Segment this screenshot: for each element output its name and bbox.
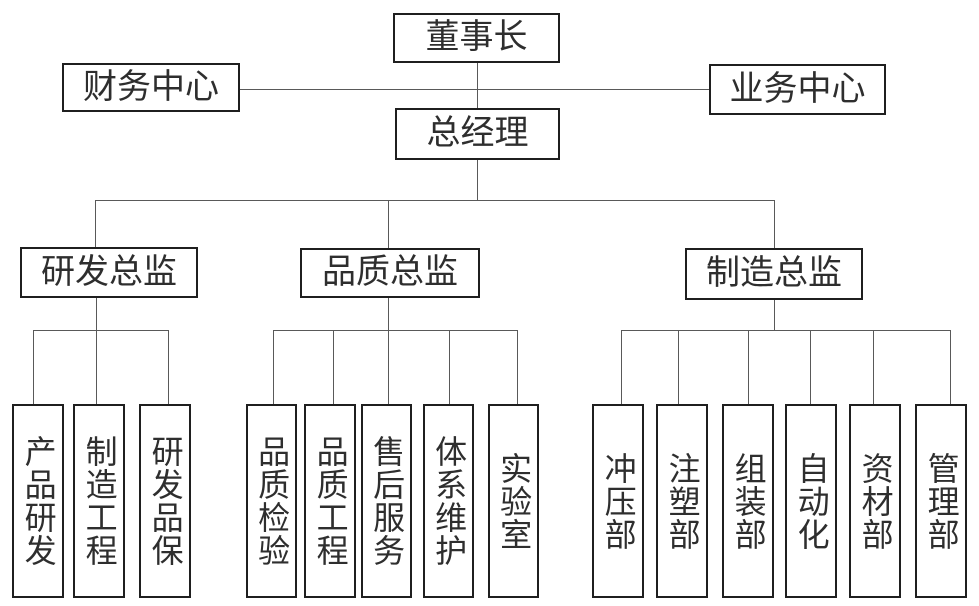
connector-mfg-drop-3 — [748, 330, 749, 404]
node-dept-materials: 资材部 — [849, 404, 901, 598]
connector-quality-drop-5 — [517, 330, 518, 404]
connector-mfg-drop-5 — [873, 330, 874, 404]
node-general-manager: 总经理 — [395, 108, 560, 160]
connector-mfg-drop-2 — [678, 330, 679, 404]
node-dept-assembly: 组装部 — [722, 404, 774, 598]
node-dept-stamping: 冲压部 — [592, 404, 644, 598]
node-dept-manufacturing-engineering: 制造工程 — [73, 404, 125, 598]
connector-directors-bar — [95, 200, 775, 201]
connector-gm-down — [477, 160, 478, 200]
connector-chairman-gm — [477, 62, 478, 108]
node-dept-after-sales-service: 售后服务 — [361, 404, 412, 598]
node-rd-director: 研发总监 — [20, 247, 198, 298]
connector-drop-quality-director — [388, 200, 389, 248]
connector-rd-center-drop — [96, 298, 97, 404]
connector-rd-drop-1 — [33, 330, 34, 404]
node-chairman: 董事长 — [393, 13, 560, 63]
node-dept-system-maintenance: 体系维护 — [423, 404, 474, 598]
connector-mfg-drop-1 — [621, 330, 622, 404]
node-dept-laboratory: 实验室 — [488, 404, 539, 598]
node-dept-product-rd: 产品研发 — [12, 404, 64, 598]
connector-rd-drop-3 — [168, 330, 169, 404]
node-dept-quality-inspection: 品质检验 — [246, 404, 297, 598]
connector-quality-drop-4 — [449, 330, 450, 404]
connector-quality-drop-2 — [333, 330, 334, 404]
connector-rd-bar — [33, 330, 169, 331]
node-finance-center: 财务中心 — [62, 63, 240, 112]
connector-mfg-bar — [621, 330, 951, 331]
node-dept-injection-molding: 注塑部 — [656, 404, 708, 598]
node-dept-automation: 自动化 — [785, 404, 837, 598]
connector-mfg-drop-6 — [950, 330, 951, 404]
node-quality-director: 品质总监 — [300, 248, 480, 298]
connector-quality-drop-1 — [273, 330, 274, 404]
node-dept-management: 管理部 — [915, 404, 967, 598]
connector-drop-rd-director — [95, 200, 96, 247]
node-business-center: 业务中心 — [709, 64, 886, 115]
node-dept-rd-quality-assurance: 研发品保 — [139, 404, 191, 598]
node-dept-quality-engineering: 品质工程 — [304, 404, 356, 598]
node-manufacturing-director: 制造总监 — [685, 248, 863, 300]
connector-mfg-drop-4 — [810, 330, 811, 404]
connector-drop-manufacturing-director — [774, 200, 775, 248]
connector-quality-center-drop — [388, 297, 389, 404]
connector-quality-bar — [273, 330, 518, 331]
connector-mfg-center-drop — [774, 300, 775, 330]
connector-centers-bar — [240, 89, 709, 90]
